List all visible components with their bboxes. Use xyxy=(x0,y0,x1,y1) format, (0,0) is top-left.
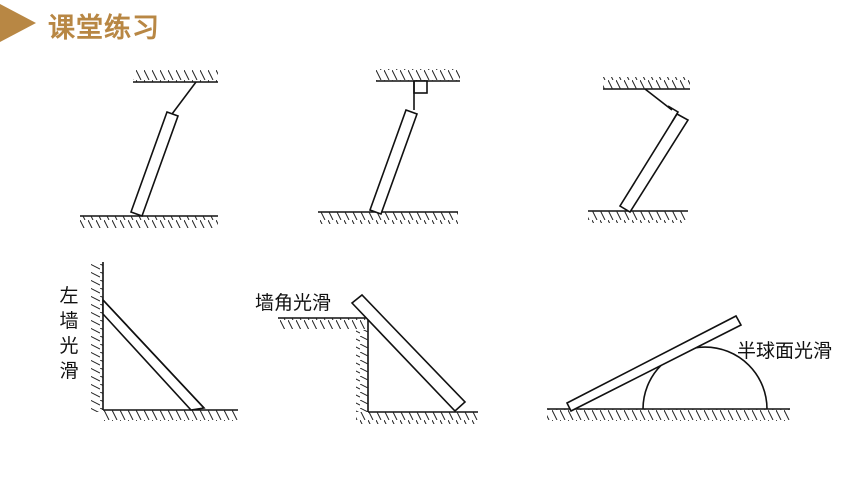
figure-5 xyxy=(278,293,478,424)
figure-4 xyxy=(91,262,238,421)
figure-6 xyxy=(547,314,790,421)
figure-3 xyxy=(588,77,690,223)
label-hemisphere-smooth: 半球面光滑 xyxy=(737,340,833,362)
figure-1 xyxy=(80,70,218,228)
figure-2 xyxy=(318,69,460,224)
label-left-wall-smooth: 左墙光滑 xyxy=(59,285,79,382)
page-title: 课堂练习 xyxy=(48,13,160,44)
label-corner-smooth: 墙角光滑 xyxy=(255,292,332,314)
title-arrow-icon xyxy=(0,4,36,42)
